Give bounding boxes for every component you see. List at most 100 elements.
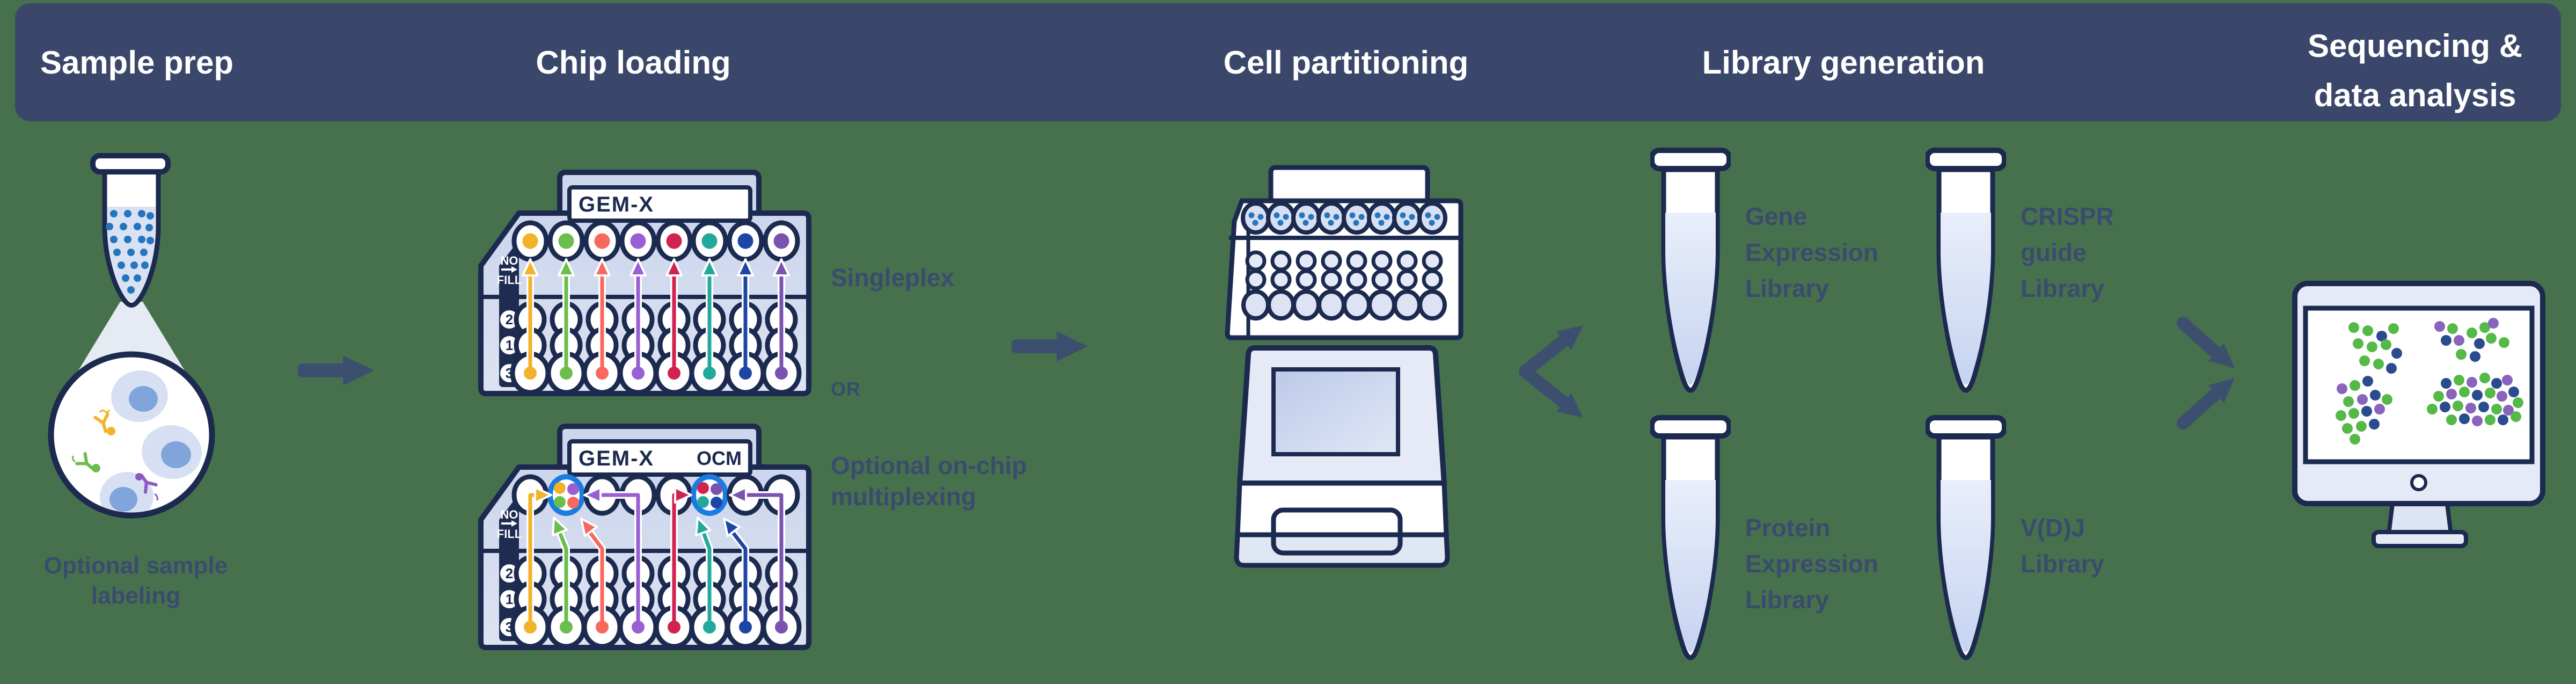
cassette-well-large: [1317, 289, 1346, 321]
chip-label-box: [567, 185, 752, 223]
cassette-well-large: [1267, 289, 1296, 321]
cassette-well-large: [1292, 289, 1321, 321]
cluster-dot: [2454, 335, 2464, 346]
cells-group: [72, 370, 202, 512]
sample-dot-bottom: [632, 367, 645, 380]
arrowhead: [552, 516, 568, 537]
cluster-dot: [2388, 323, 2399, 334]
cassette-well-loaded: [1417, 201, 1447, 235]
sample-dot-top: [737, 233, 753, 249]
arrow-right-icon-2: [1012, 331, 1088, 361]
chip-label: GEM-X: [579, 193, 654, 216]
suspension-dot: [130, 261, 138, 269]
cluster-dot: [2441, 335, 2451, 346]
arrowhead: [674, 486, 692, 504]
suspension-dot: [122, 274, 129, 282]
label-line: Library: [2021, 274, 2104, 302]
cluster-dot: [2502, 375, 2513, 385]
instrument-tray-slot: [1271, 507, 1403, 556]
cassette-well-loaded: [1316, 201, 1346, 235]
cluster-dot: [2459, 387, 2470, 397]
stage-title-library-generation: Library generation: [1702, 45, 1985, 81]
pooled-sample-dot: [711, 497, 722, 508]
suspension-dot: [124, 210, 131, 217]
suspension-dot: [124, 236, 131, 243]
cluster-dot: [2367, 341, 2377, 352]
row-number: 2: [506, 565, 513, 581]
suspension-dot: [138, 236, 145, 243]
row-number: 1: [506, 337, 513, 353]
mux-arrow: [555, 526, 568, 626]
stage-title-sequencing-line1: Sequencing &: [2307, 28, 2523, 64]
cluster-dot: [2485, 388, 2496, 398]
stage-title-chip-loading: Chip loading: [536, 45, 731, 81]
multiplexing-label: Optional on-chip multiplexing: [831, 450, 1027, 512]
cluster-dot: [2362, 376, 2373, 387]
sample-dot-top: [701, 233, 718, 249]
cassette-well-small: [1296, 250, 1317, 272]
cluster-dot: [2361, 406, 2372, 417]
cluster-dot: [2479, 322, 2490, 333]
mux-arrow: [594, 493, 640, 626]
cluster-dot: [2353, 338, 2363, 349]
cassette-well-dot: [1434, 214, 1440, 220]
suspension-dot: [127, 249, 135, 256]
cluster-dot: [2474, 338, 2485, 349]
sample-dot-bottom: [560, 367, 573, 380]
row-number: 2: [506, 311, 513, 328]
no-fill-label-top: NO: [501, 254, 518, 267]
cluster-dot: [2381, 339, 2391, 350]
cluster-dot: [2479, 373, 2490, 383]
instrument-base: [1234, 532, 1450, 568]
mux-arrow: [727, 526, 748, 626]
suspension-dot: [110, 210, 118, 217]
sample-dot-bottom: [775, 621, 788, 634]
arrowhead: [701, 258, 718, 276]
pooled-sample-dot: [567, 497, 579, 508]
cluster-dot: [2348, 408, 2359, 419]
cluster-dot: [2485, 414, 2496, 425]
label-line: Library: [1745, 274, 1829, 302]
cassette-well-small: [1270, 250, 1292, 272]
mux-arrow: [584, 526, 604, 626]
library-label-gene-expression: Gene Expression Library: [1745, 199, 1878, 307]
cassette-well-dot: [1248, 212, 1255, 219]
library-label-protein: Protein Expression Library: [1745, 510, 1878, 618]
library-tube-vdj-icon: [1926, 415, 2006, 660]
sample-dot-top: [666, 233, 682, 249]
cassette-well-dot: [1353, 220, 1359, 226]
stage-title-cell-partitioning: Cell partitioning: [1223, 45, 1469, 81]
cluster-dot: [2446, 414, 2457, 425]
cluster-dot: [2343, 396, 2354, 407]
no-fill-label-bottom: FILL: [497, 273, 522, 287]
cassette-well-small: [1422, 250, 1443, 272]
cell-suspension-dots: [106, 210, 154, 294]
cluster-dot: [2491, 404, 2502, 414]
antibody-yellow-icon: [93, 409, 115, 435]
cluster-dot: [2374, 404, 2385, 414]
cluster-dot: [2391, 348, 2402, 359]
instrument-screen: [1271, 367, 1400, 456]
tube-cap: [90, 153, 171, 174]
cluster-dot: [2498, 414, 2508, 425]
sample-dot-bottom: [703, 367, 716, 380]
cluster-dot: [2465, 403, 2476, 413]
chip-well-top: [547, 474, 585, 516]
mux-arrow: [740, 493, 784, 626]
pooled-sample-dot: [711, 483, 722, 495]
cassette-well-dot: [1277, 220, 1284, 226]
cassette-well-small: [1270, 269, 1292, 290]
multiplexing-label-line1: Optional on-chip: [831, 452, 1027, 479]
cluster-dot: [2454, 375, 2464, 385]
row-number: 1: [506, 591, 513, 607]
cluster-dot: [2370, 390, 2381, 401]
stage-title-sample-prep: Sample prep: [40, 45, 234, 81]
sample-dot-bottom: [596, 621, 609, 634]
library-tube-protein-icon: [1650, 415, 1731, 660]
cassette-well-large: [1241, 289, 1270, 321]
suspension-dot: [113, 249, 121, 256]
label-line: Expression: [1745, 238, 1878, 266]
cassette-tab: [1268, 165, 1430, 206]
cluster-dot: [2491, 378, 2502, 389]
sample-dot-bottom: [524, 367, 537, 380]
